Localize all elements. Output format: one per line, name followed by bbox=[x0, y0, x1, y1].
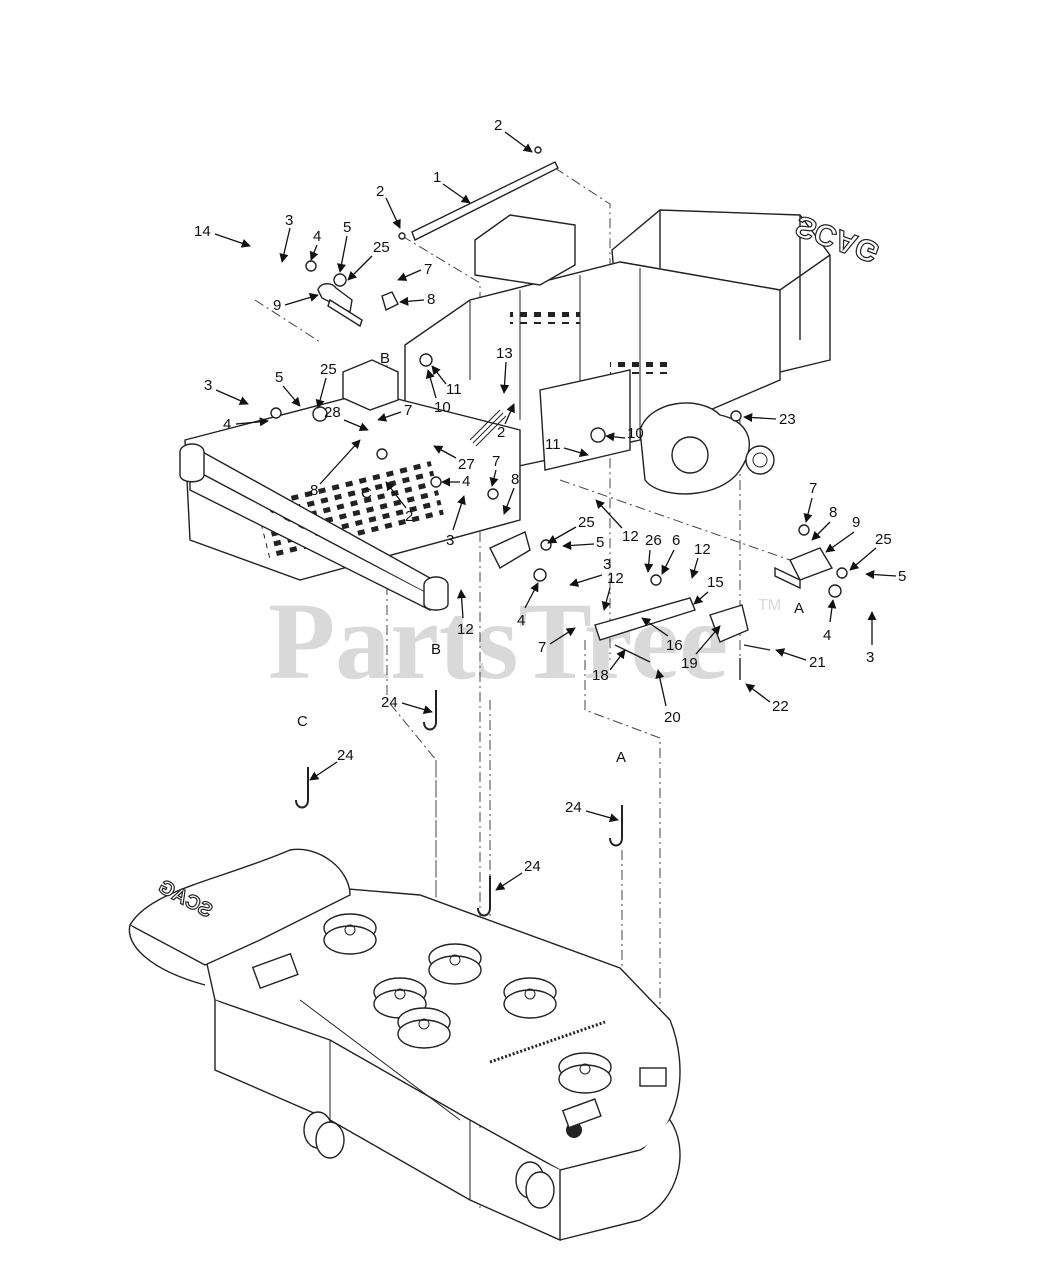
callout-13: 13 bbox=[496, 345, 513, 362]
callout-3: 3 bbox=[866, 649, 874, 666]
callout-12: 12 bbox=[457, 621, 474, 638]
callout-5: 5 bbox=[343, 219, 351, 236]
callout-23: 23 bbox=[779, 411, 796, 428]
callout-8: 8 bbox=[511, 471, 519, 488]
callout-4: 4 bbox=[313, 228, 321, 245]
pulley-6 bbox=[558, 1052, 612, 1094]
callout-18: 18 bbox=[592, 667, 609, 684]
callout-4: 4 bbox=[223, 416, 231, 433]
callout-4: 4 bbox=[517, 612, 525, 629]
callout-5: 5 bbox=[596, 534, 604, 551]
callout-11: 11 bbox=[446, 381, 462, 398]
callout-10: 10 bbox=[627, 425, 644, 442]
callout-3: 3 bbox=[204, 377, 212, 394]
callout-25: 25 bbox=[875, 531, 892, 548]
callout-8: 8 bbox=[310, 482, 318, 499]
callout-15: 15 bbox=[707, 574, 724, 591]
callout-24: 24 bbox=[524, 858, 541, 875]
callout-26: 26 bbox=[645, 532, 662, 549]
callout-2: 2 bbox=[405, 508, 413, 525]
callout-7: 7 bbox=[492, 453, 500, 470]
callout-25: 25 bbox=[578, 514, 595, 531]
callout-24: 24 bbox=[337, 747, 354, 764]
callout-2: 2 bbox=[497, 424, 505, 441]
callout-8: 8 bbox=[427, 291, 435, 308]
callout-12: 12 bbox=[622, 528, 639, 545]
callout-7: 7 bbox=[809, 480, 817, 497]
letter-b-deck: B bbox=[431, 641, 441, 658]
callout-12: 12 bbox=[607, 570, 624, 587]
callout-25: 25 bbox=[320, 361, 337, 378]
callout-11: 11 bbox=[545, 436, 561, 453]
callout-3: 3 bbox=[446, 532, 454, 549]
callout-28: 28 bbox=[324, 404, 341, 421]
callout-14: 14 bbox=[194, 223, 211, 240]
pulley-4 bbox=[397, 1007, 451, 1049]
callout-3: 3 bbox=[285, 212, 293, 229]
mower-deck bbox=[128, 848, 681, 1242]
letter-a-deck: A bbox=[616, 749, 626, 766]
callout-1: 1 bbox=[433, 169, 441, 186]
callout-25: 25 bbox=[373, 239, 390, 256]
callout-12: 12 bbox=[694, 541, 711, 558]
callout-22: 22 bbox=[772, 698, 789, 715]
tractor-frame bbox=[179, 209, 831, 612]
callout-27: 27 bbox=[458, 456, 475, 473]
callout-19: 19 bbox=[681, 655, 698, 672]
letter-b-frame: B bbox=[380, 350, 390, 367]
callout-21: 21 bbox=[809, 654, 826, 671]
letter-c-frame: C bbox=[361, 485, 372, 502]
callout-24: 24 bbox=[565, 799, 582, 816]
callout-4: 4 bbox=[462, 473, 470, 490]
callout-7: 7 bbox=[404, 402, 412, 419]
callout-5: 5 bbox=[898, 568, 906, 585]
callout-7: 7 bbox=[424, 261, 432, 278]
reference-letters: A B C A B C bbox=[297, 350, 804, 766]
hanger-rods bbox=[295, 690, 623, 917]
letter-a-frame: A bbox=[794, 600, 804, 617]
callout-7: 7 bbox=[538, 639, 546, 656]
callout-2: 2 bbox=[376, 183, 384, 200]
callout-9: 9 bbox=[273, 297, 281, 314]
callout-4: 4 bbox=[823, 627, 831, 644]
watermark: PartsTree bbox=[268, 580, 728, 702]
callout-24: 24 bbox=[381, 694, 398, 711]
callout-8: 8 bbox=[829, 504, 837, 521]
callouts: 1 2 2 2 2 3 3 3 3 3 4 4 4 4 4 5 5 bbox=[194, 117, 906, 891]
callout-6: 6 bbox=[672, 532, 680, 549]
callout-20: 20 bbox=[664, 709, 681, 726]
letter-c-deck: C bbox=[297, 713, 308, 730]
callout-2: 2 bbox=[494, 117, 502, 134]
callout-9: 9 bbox=[852, 514, 860, 531]
pulley-1 bbox=[323, 913, 377, 955]
callout-3: 3 bbox=[603, 556, 611, 573]
watermark-tm: TM bbox=[758, 597, 781, 614]
pulley-5 bbox=[503, 977, 557, 1019]
pulley-2 bbox=[428, 943, 482, 985]
callout-10: 10 bbox=[434, 399, 451, 416]
callout-16: 16 bbox=[666, 637, 683, 654]
callout-5: 5 bbox=[275, 369, 283, 386]
